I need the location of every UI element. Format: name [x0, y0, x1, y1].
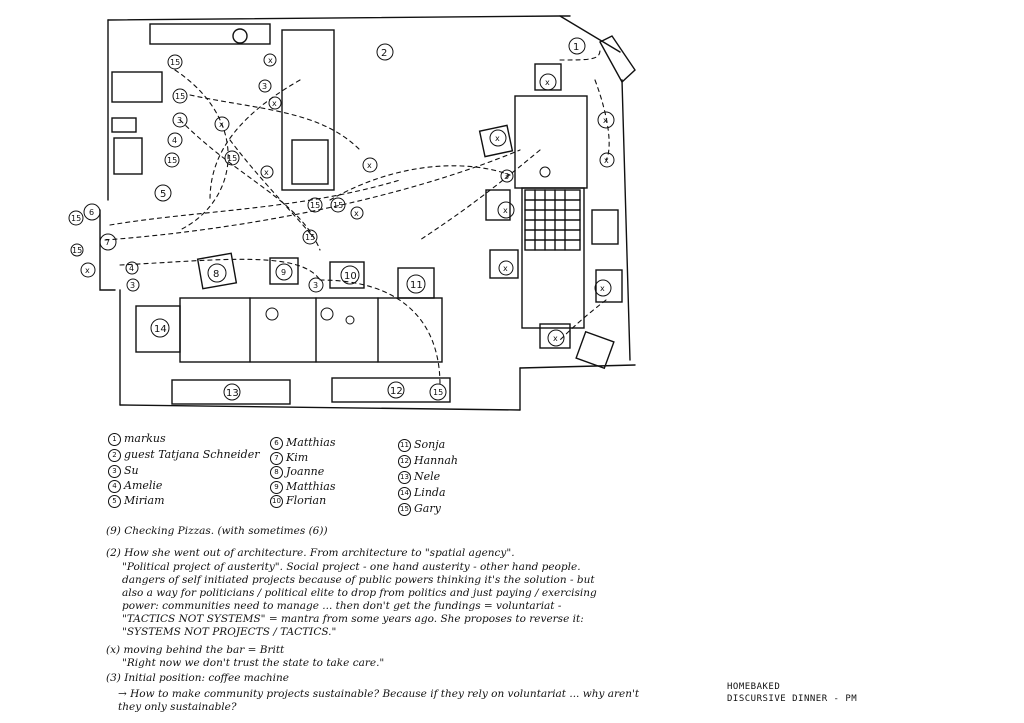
plan-label-13: 13	[226, 388, 239, 399]
plan-label-3a: 3	[177, 116, 182, 125]
central-table	[281, 29, 335, 191]
right-table-upper	[514, 95, 588, 189]
plan-label-15e: 15	[310, 201, 320, 210]
note-line-7: "TACTICS NOT SYSTEMS" = mantra from some…	[122, 613, 584, 625]
plan-label-3e: 3	[313, 281, 318, 290]
counter-top	[149, 23, 271, 45]
plan-label-x12: x	[503, 206, 508, 215]
plan-label-x13: x	[503, 264, 508, 273]
wall-right	[621, 79, 631, 361]
note-line-5: also a way for politicians / political e…	[122, 587, 597, 599]
note-line-11: (3) Initial position: coffee machine	[106, 672, 289, 684]
plan-label-x10: x	[604, 156, 609, 165]
plan-label-x7: x	[85, 266, 90, 275]
plan-label-x4: x	[367, 161, 372, 170]
wall-left-lower	[99, 209, 116, 291]
plan-label-2: 2	[381, 48, 387, 59]
plan-label-15j: 15	[433, 388, 443, 397]
plan-numbers: 2 1 15 15 3 4 15 5 15 x x 3 x x x 15 15 …	[71, 42, 609, 399]
bottom-table	[179, 297, 443, 363]
plan-label-15f: 15	[333, 201, 343, 210]
plan-label-6: 6	[89, 208, 94, 217]
chessboard	[524, 189, 581, 251]
note-line-3: "Political project of austerity". Social…	[122, 561, 581, 573]
plan-label-15h: 15	[71, 214, 81, 223]
plan-label-15c: 15	[167, 156, 177, 165]
right-table-lower	[521, 187, 585, 329]
plan-label-12: 12	[390, 386, 403, 397]
plan-label-3c: 3	[130, 281, 135, 290]
note-line-1: (9) Checking Pizzas. (with sometimes (6)…	[106, 525, 328, 537]
plan-label-x8: x	[545, 78, 550, 87]
plan-label-15i: 15	[72, 246, 82, 255]
note-line-13: they only sustainable?	[118, 701, 237, 713]
kitchen-unit-left	[111, 71, 163, 103]
plan-label-3b: 3	[262, 82, 267, 91]
plan-label-15a: 15	[170, 58, 180, 67]
bench-12	[331, 377, 451, 403]
plan-label-x9: x	[603, 116, 608, 125]
plan-label-15b: 15	[175, 92, 185, 101]
caption-subtitle: DISCURSIVE DINNER - PM	[727, 694, 858, 704]
note-line-10: "Right now we don't trust the state to t…	[122, 657, 385, 669]
note-line-9: (x) moving behind the bar = Britt	[106, 644, 285, 656]
plan-label-x1: x	[219, 120, 224, 129]
plan-label-x15: x	[553, 334, 558, 343]
note-line-12: → How to make community projects sustain…	[118, 688, 640, 700]
bench-13	[171, 379, 291, 405]
wall-bottom	[119, 404, 521, 411]
plan-label-x2: x	[268, 56, 273, 65]
plan-label-5: 5	[160, 189, 166, 200]
note-line-6: power: communities need to manage ... th…	[122, 600, 562, 612]
note-line-4: dangers of self initiated projects becau…	[122, 574, 595, 586]
plan-label-15g: 15	[305, 233, 315, 242]
plan-label-x3: x	[272, 99, 277, 108]
note-line-8: "SYSTEMS NOT PROJECTS / TACTICS."	[122, 626, 337, 638]
plan-label-x6: x	[354, 209, 359, 218]
plan-label-x11: x	[495, 134, 500, 143]
plan-label-3d: 3	[504, 172, 509, 181]
plan-label-9: 9	[281, 268, 286, 277]
plan-label-10: 10	[344, 271, 357, 282]
note-line-2: (2) How she went out of architecture. Fr…	[106, 547, 515, 559]
plan-label-8: 8	[213, 269, 219, 280]
wall-bottom-right	[519, 364, 636, 369]
plan-label-x5: x	[264, 168, 269, 177]
plan-label-1: 1	[573, 42, 579, 53]
plan-label-15d: 15	[227, 154, 237, 163]
plan-label-x14: x	[600, 284, 605, 293]
plan-label-4b: 4	[129, 264, 134, 273]
plan-label-4: 4	[172, 136, 177, 145]
wall-top	[107, 15, 571, 21]
plan-label-14: 14	[154, 324, 167, 335]
wall-top-right	[559, 15, 621, 53]
plan-label-11: 11	[410, 280, 423, 291]
caption-title: HOMEBAKED	[727, 682, 781, 692]
plan-label-7: 7	[105, 238, 110, 247]
